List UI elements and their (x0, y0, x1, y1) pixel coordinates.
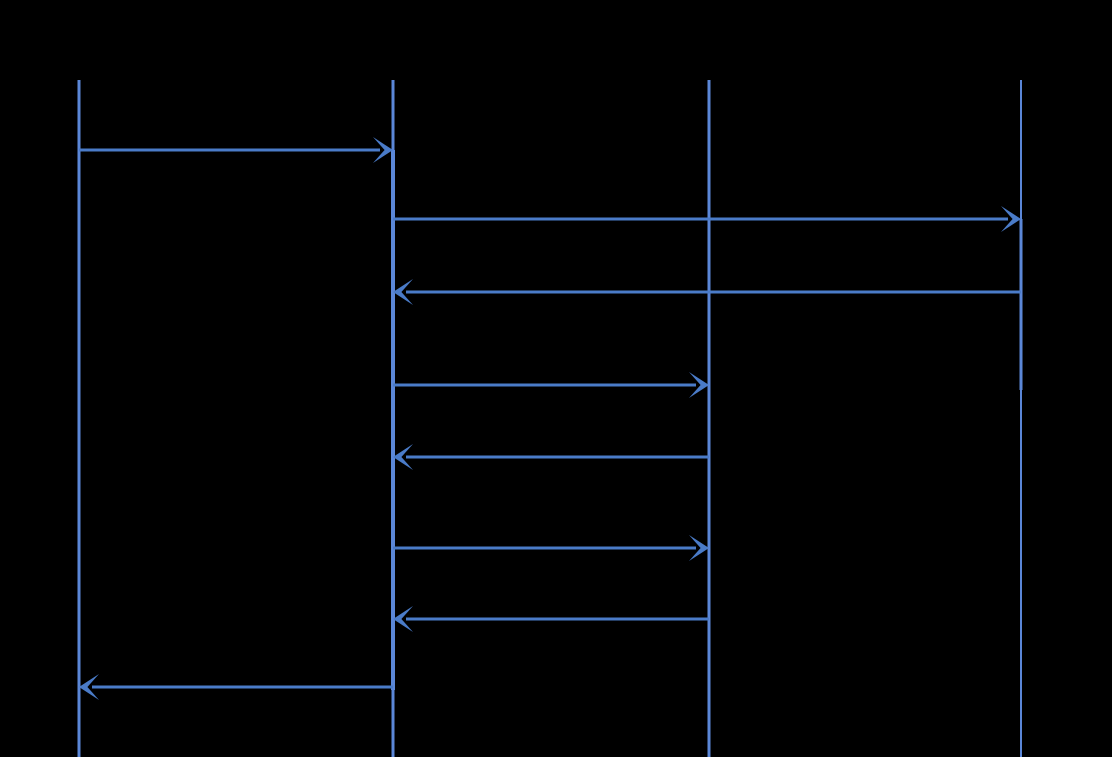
message-m4 (393, 372, 709, 398)
arrow-head-icon (393, 444, 413, 470)
arrow-head-icon (393, 279, 413, 305)
messages-group (79, 137, 1021, 700)
arrow-head-icon (373, 137, 393, 163)
message-m2 (393, 206, 1021, 232)
lifelines-group (77, 80, 1023, 757)
arrow-head-icon (393, 606, 413, 632)
message-m6 (393, 535, 709, 561)
arrow-head-icon (1001, 206, 1021, 232)
message-m5 (393, 444, 709, 470)
message-m1 (79, 137, 393, 163)
arrow-head-icon (689, 372, 709, 398)
message-m7 (393, 606, 709, 632)
message-m8 (79, 674, 393, 700)
arrow-head-icon (79, 674, 99, 700)
message-m3 (393, 279, 1021, 305)
arrow-head-icon (689, 535, 709, 561)
